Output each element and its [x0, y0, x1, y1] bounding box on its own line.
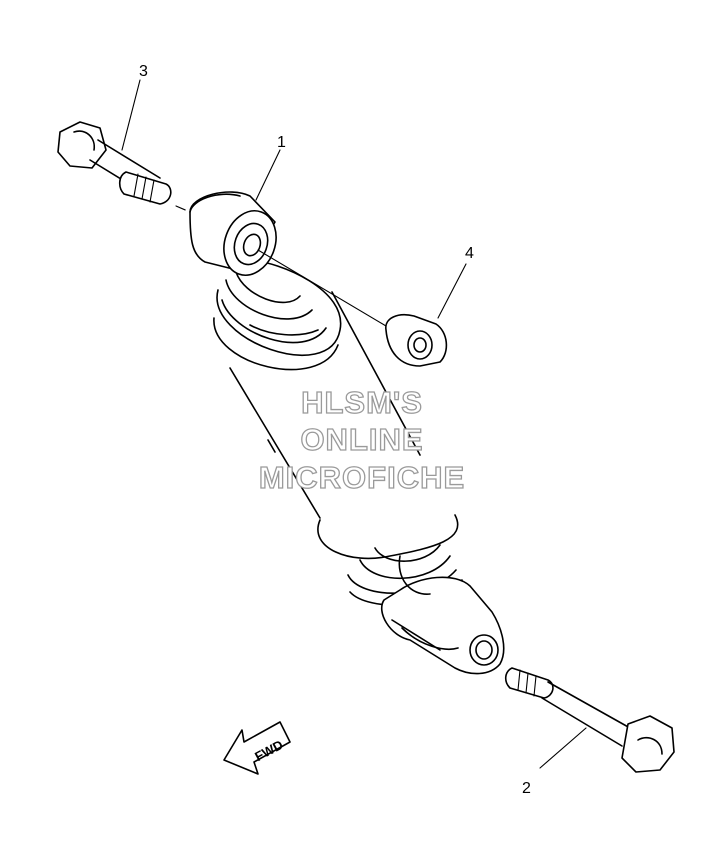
callout-4: 4: [465, 245, 474, 262]
bolt-part-2: [504, 667, 675, 773]
watermark-line-1: HLSM'S: [301, 385, 423, 420]
bolt-part-3: [57, 121, 191, 213]
callout-leaders: [121, 79, 587, 769]
callout-2: 2: [522, 780, 531, 797]
watermark-line-2: ONLINE: [300, 422, 423, 457]
callout-1: 1: [277, 134, 286, 151]
shock-absorber: [189, 191, 505, 675]
fwd-arrow-icon: FWD: [223, 721, 291, 775]
callout-3: 3: [139, 63, 148, 80]
watermark: HLSM'S ONLINE MICROFICHE: [258, 384, 465, 495]
nut-part-4: [385, 314, 448, 367]
watermark-line-3: MICROFICHE: [259, 460, 465, 495]
